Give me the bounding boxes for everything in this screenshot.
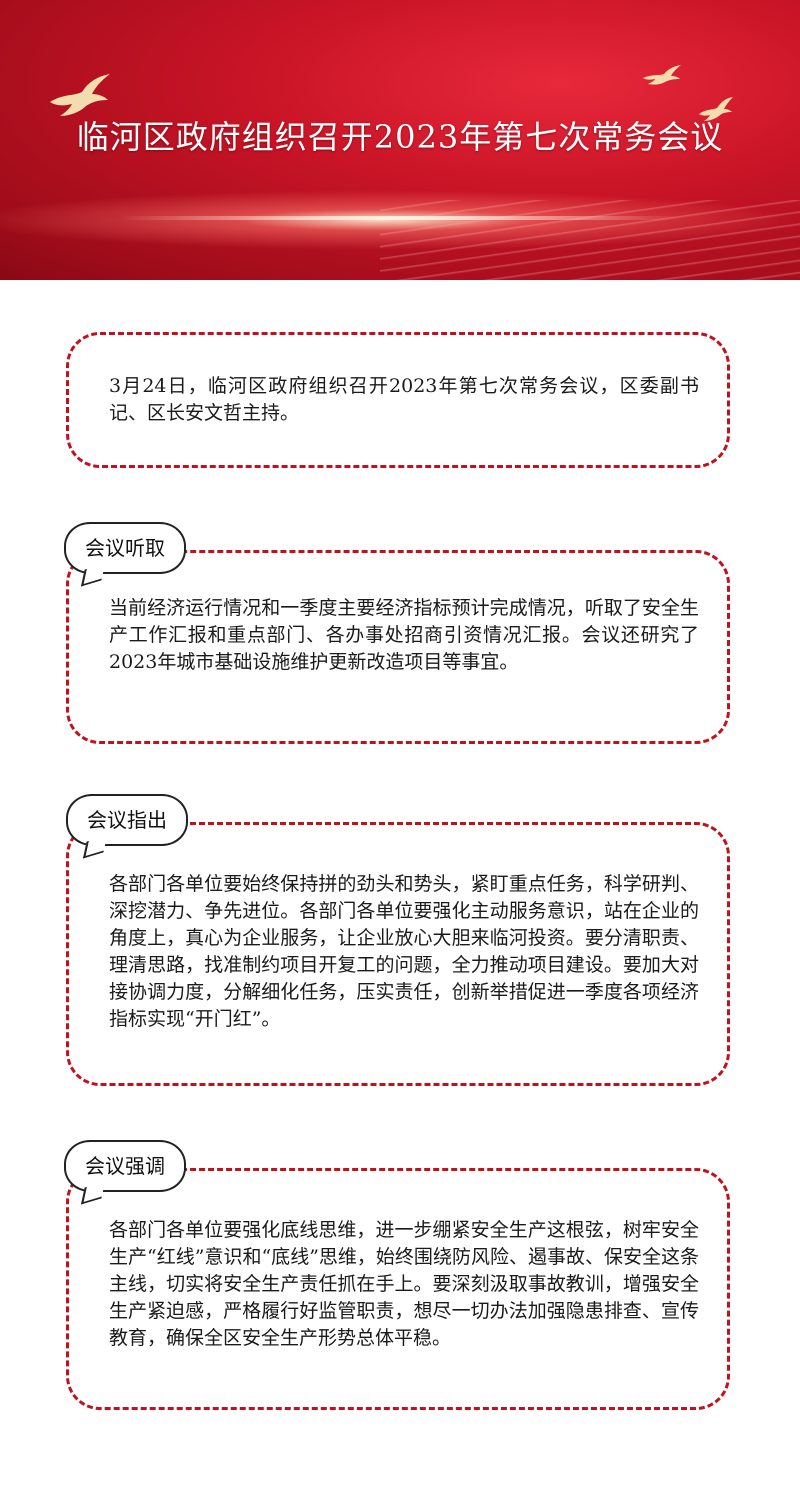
- section-text-hearing: 当前经济运行情况和一季度主要经济指标预计完成情况，听取了安全生产工作汇报和重点部…: [109, 597, 699, 673]
- section-card-hearing: 当前经济运行情况和一季度主要经济指标预计完成情况，听取了安全生产工作汇报和重点部…: [66, 550, 730, 744]
- dove-icon: [48, 72, 112, 118]
- section-card-emphasis: 各部门各单位要强化底线思维，进一步绷紧安全生产这根弦，树牢安全生产“红线”意识和…: [66, 1168, 730, 1410]
- section-text-emphasis: 各部门各单位要强化底线思维，进一步绷紧安全生产这根弦，树牢安全生产“红线”意识和…: [109, 1219, 699, 1349]
- section-label-text: 会议强调: [85, 1154, 165, 1178]
- section-text-pointed: 各部门各单位要始终保持拼的劲头和势头，紧盯重点任务，科学研判、深挖潜力、争先进位…: [109, 873, 699, 1030]
- dove-icon: [642, 64, 682, 86]
- dove-icon: [698, 96, 734, 122]
- header-banner: 临河区政府组织召开2023年第七次常务会议: [0, 0, 800, 280]
- intro-card: 3月24日，临河区政府组织召开2023年第七次常务会议，区委副书记、区长安文哲主…: [66, 332, 730, 468]
- intro-text: 3月24日，临河区政府组织召开2023年第七次常务会议，区委副书记、区长安文哲主…: [109, 375, 699, 424]
- section-label-text: 会议听取: [85, 536, 165, 560]
- light-line: [120, 216, 680, 220]
- page-title: 临河区政府组织召开2023年第七次常务会议: [76, 118, 724, 156]
- section-label-text: 会议指出: [87, 808, 167, 832]
- section-label-pointed: 会议指出: [66, 794, 188, 859]
- section-label-emphasis: 会议强调: [64, 1140, 186, 1205]
- section-label-hearing: 会议听取: [64, 522, 186, 587]
- light-streaks: [380, 200, 800, 280]
- section-card-pointed: 各部门各单位要始终保持拼的劲头和势头，紧盯重点任务，科学研判、深挖潜力、争先进位…: [66, 822, 730, 1086]
- light-glow: [0, 190, 800, 250]
